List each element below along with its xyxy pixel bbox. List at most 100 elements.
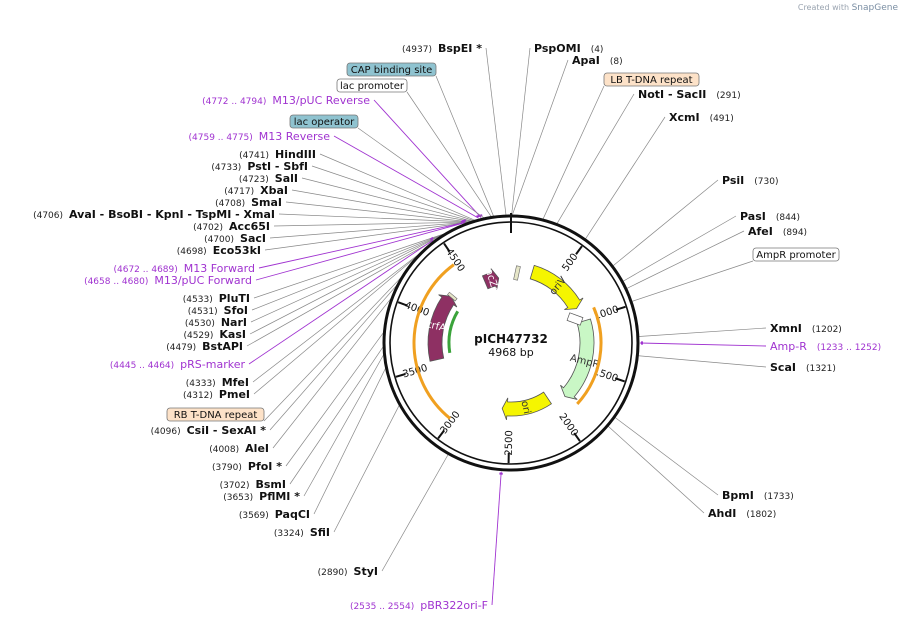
- site-enzyme-name: AfeI: [748, 225, 773, 238]
- site-line-kasi: [249, 233, 444, 335]
- primer-line-m13-puc-reverse: [373, 99, 482, 218]
- primer-mark-prs-marker: [429, 236, 434, 241]
- site-line-mfei: [252, 253, 420, 383]
- site-position: (1733): [764, 492, 794, 502]
- trfA-orf-track: [412, 263, 455, 420]
- site-label-sfoi: (4531)SfoI: [188, 304, 248, 317]
- ampR-orf-track: [576, 306, 603, 405]
- primer-name: pRS-marker: [180, 358, 245, 371]
- feature-box-lac-operator: lac operator: [289, 114, 359, 129]
- site-line-pfoi: [285, 332, 384, 467]
- site-bstapi: (4479)BstAPI: [166, 340, 243, 353]
- feature-box-rect: [603, 72, 700, 87]
- site-enzyme-name: Eco53kI: [213, 244, 261, 257]
- site-line-bpmi: [614, 417, 719, 496]
- site-position: (4702): [193, 223, 223, 233]
- site-line-smai: [285, 201, 470, 223]
- site-line-xcmi: [585, 116, 666, 240]
- primer-label-amp-r: Amp-R(1233 .. 1252): [770, 340, 881, 353]
- site-enzyme-name: PmeI: [219, 388, 250, 401]
- site-styi: (2890)StyI: [318, 565, 378, 578]
- site-label-sali: (4723)SalI: [239, 172, 298, 185]
- site-line-bsmi: [289, 346, 384, 485]
- site-apai: ApaI(8): [572, 54, 623, 67]
- feature-oriv: oriV: [529, 264, 584, 310]
- primer-range: (4759 .. 4775): [189, 133, 253, 143]
- site-enzyme-name: PspOMI: [534, 42, 581, 55]
- site-enzyme-name: ScaI: [770, 361, 796, 374]
- site-line-sfii: [333, 405, 400, 533]
- primer-name: M13 Reverse: [259, 130, 330, 143]
- site-pflmi: (3653)PflMI *: [223, 490, 300, 503]
- feature-box-lac-promoter: lac promoter: [336, 78, 408, 93]
- site-line-xbai: [291, 189, 472, 222]
- site-position: (4708): [215, 199, 245, 209]
- site-paqci: (3569)PaqCI: [239, 508, 310, 521]
- site-label-psii: PsiI(730): [722, 174, 778, 187]
- site-position: (2890): [318, 568, 348, 578]
- site-line-avai-bsobi-kpni-tspmi-xmai: [278, 213, 470, 223]
- feature-arrow-oriv: [529, 264, 584, 310]
- site-star: *: [272, 460, 282, 473]
- primer-range: (4658 .. 4680): [84, 277, 148, 287]
- feature-arrow-lacz: [481, 268, 500, 290]
- site-smai: (4708)SmaI: [215, 196, 282, 209]
- site-line-bstapi: [246, 238, 437, 347]
- site-enzyme-name: AleI: [245, 442, 269, 455]
- site-line-psti-sbfi: [311, 165, 474, 221]
- site-enzyme-name: PstI - SbfI: [247, 160, 308, 173]
- site-alei: (4008)AleI: [209, 442, 269, 455]
- tick-mark-1500: [614, 377, 625, 383]
- site-enzyme-name: HindIII: [275, 148, 316, 161]
- feature-box-rect: [166, 407, 265, 422]
- feature-box-ampr-promoter: AmpR promoter: [752, 247, 840, 262]
- feature-arrow-trfa: [427, 294, 458, 362]
- feature-box-line-ampr-promoter: [631, 260, 754, 302]
- tick-mark-4000: [397, 301, 408, 307]
- site-xmni: XmnI(1202): [770, 322, 842, 335]
- site-label-pmei: (4312)PmeI: [183, 388, 250, 401]
- site-enzyme-name: SalI: [275, 172, 298, 185]
- site-enzyme-name: ApaI: [572, 54, 600, 67]
- primer-label-pbr322ori-f: (2535 .. 2554)pBR322ori-F: [350, 599, 488, 612]
- site-line-pmei: [253, 256, 417, 395]
- site-label-noti-sacii: NotI - SacII(291): [638, 88, 741, 101]
- site-position: (4479): [166, 343, 196, 353]
- snapgene-credit: Created with SnapGene: [798, 3, 898, 13]
- site-position: (4698): [177, 247, 207, 257]
- site-enzyme-name: XmnI: [770, 322, 802, 335]
- site-enzyme-name: BpmI: [722, 489, 754, 502]
- site-label-pasi: PasI(844): [740, 210, 800, 223]
- site-line-xmni: [638, 327, 767, 337]
- primer-line-m13-forward: [258, 222, 466, 269]
- site-position: (4096): [151, 427, 181, 437]
- site-label-avai-bsobi-kpni-tspmi-xmai: (4706)AvaI - BsoBI - KpnI - TspMI - XmaI: [33, 208, 275, 221]
- site-line-apai: [511, 59, 569, 216]
- site-label-afei: AfeI(894): [748, 225, 807, 238]
- site-pspomi: PspOMI(4): [534, 42, 603, 55]
- site-label-bspei: (4937)BspEI *: [402, 42, 482, 55]
- site-avai-bsobi-kpni-tspmi-xmai: (4706)AvaI - BsoBI - KpnI - TspMI - XmaI: [33, 208, 275, 221]
- site-position: (4717): [224, 187, 254, 197]
- tick-label-2000: 2000: [556, 412, 580, 439]
- site-line-eco53ki: [264, 222, 469, 251]
- site-label-nari: (4530)NarI: [185, 316, 247, 329]
- credit-prefix: Created with: [797, 3, 850, 12]
- site-enzyme-name: Acc65I: [229, 220, 270, 233]
- site-label-pfoi: (3790)PfoI *: [212, 460, 282, 473]
- site-bsmi: (3702)BsmI: [220, 478, 286, 491]
- site-label-hindiii: (4741)HindIII: [239, 148, 316, 161]
- site-label-scai: ScaI(1321): [770, 361, 836, 374]
- site-label-bstapi: (4479)BstAPI: [166, 340, 243, 353]
- primer-name: Amp-R: [770, 340, 807, 353]
- primer-name: M13/pUC Reverse: [272, 94, 370, 107]
- site-bspei: (4937)BspEI *: [402, 42, 482, 55]
- primer-name: pBR322ori-F: [420, 599, 488, 612]
- feature-arrow-ori: [501, 391, 552, 421]
- site-position: (3324): [274, 529, 304, 539]
- feature-box-rect: [752, 247, 840, 262]
- feature-box-line-rb-t-dna-repeat: [263, 277, 402, 422]
- site-kasi: (4529)KasI: [183, 328, 246, 341]
- site-position: (844): [776, 213, 800, 223]
- site-psti-sbfi: (4733)PstI - SbfI: [211, 160, 308, 173]
